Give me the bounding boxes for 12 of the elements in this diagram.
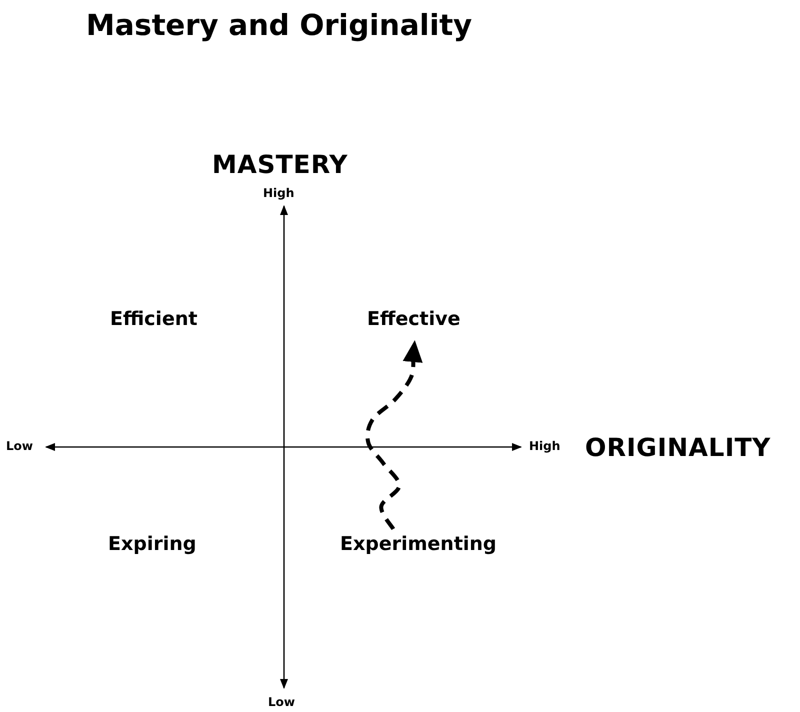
quadrant-label: Efficient [110, 308, 198, 330]
quadrant-label: Experimenting [340, 533, 497, 555]
title: Mastery and Originality [86, 8, 472, 42]
axis-end-label: High [263, 186, 294, 200]
axis-end-label: Low [268, 695, 295, 709]
axis-title: ORIGINALITY [585, 433, 771, 462]
quadrant-label: Expiring [108, 533, 196, 555]
dashed-arrow [366, 340, 423, 530]
axis-end-label: Low [6, 439, 33, 453]
axis-title: MASTERY [212, 150, 348, 179]
axis-end-label: High [529, 439, 560, 453]
quadrant-label: Effective [367, 308, 460, 330]
